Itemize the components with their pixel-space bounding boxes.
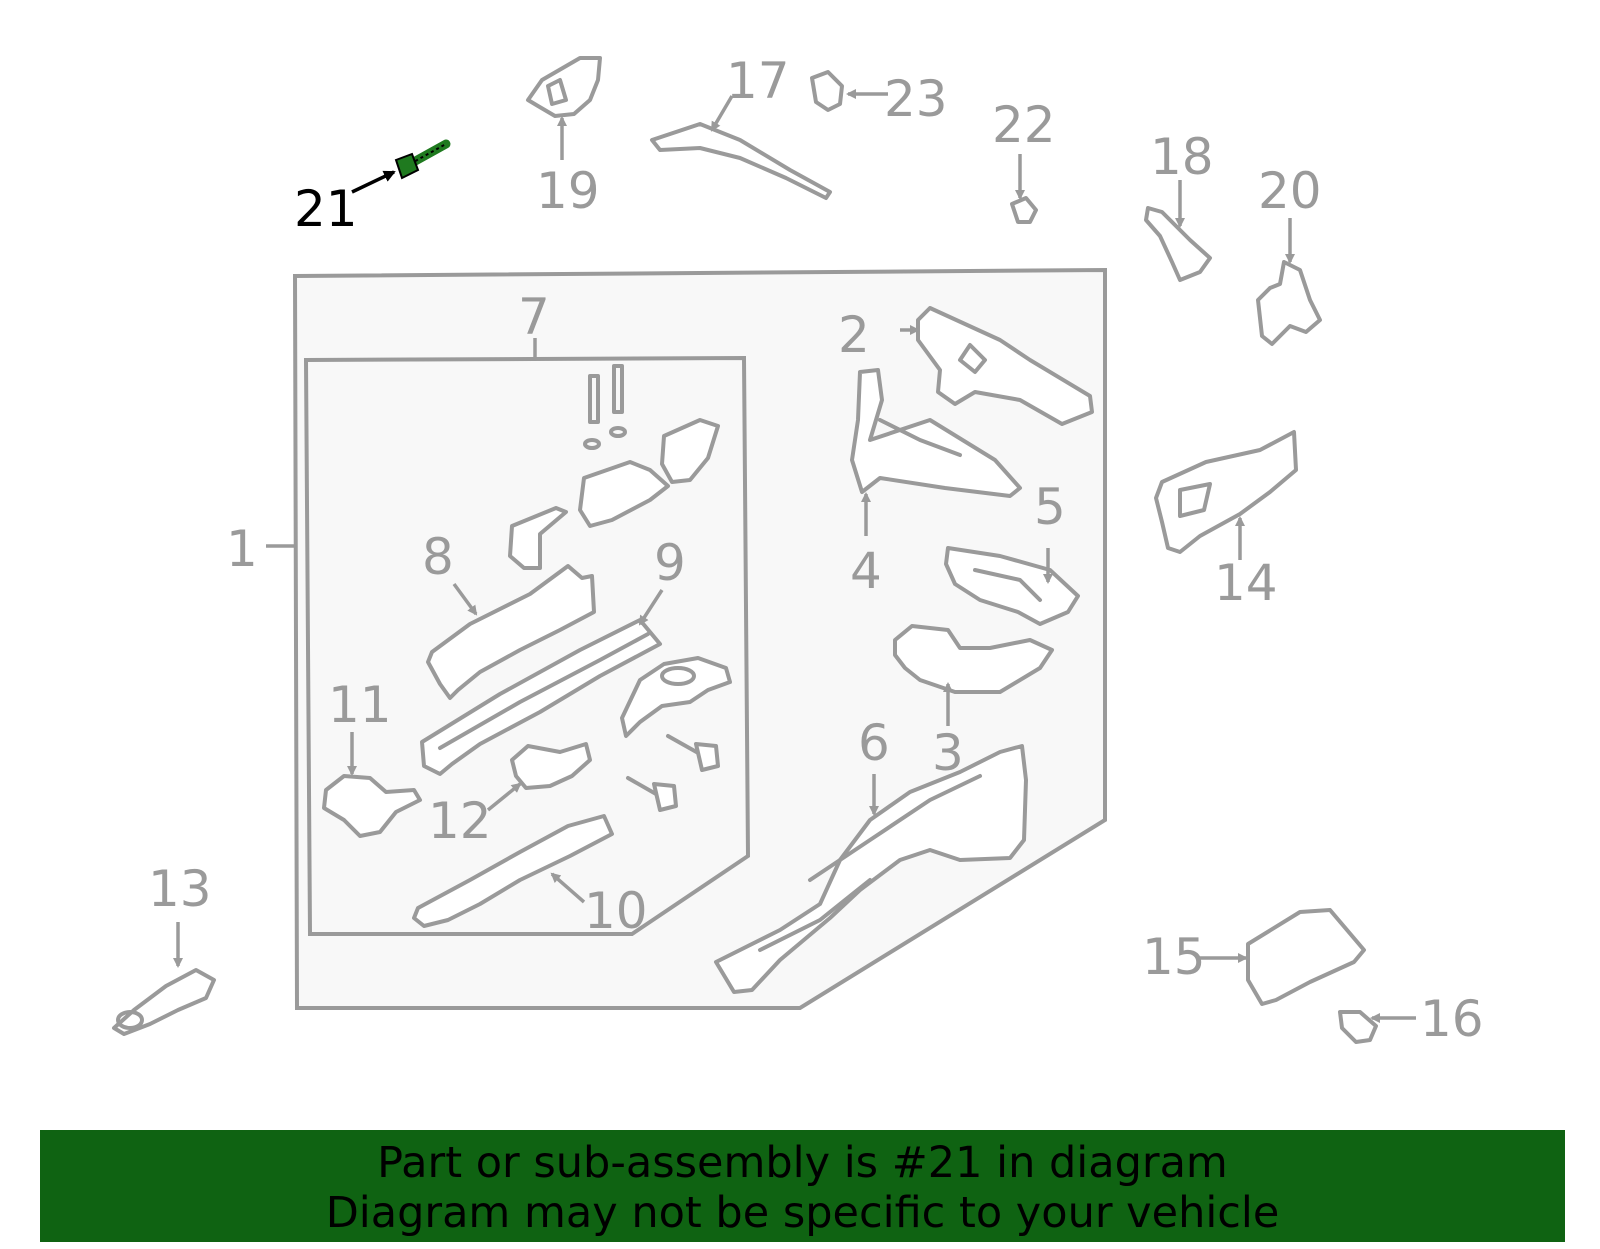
part-9-rocker[interactable]	[420, 589, 664, 776]
part-23-grommet[interactable]	[810, 70, 888, 112]
callout-9: 9	[654, 534, 686, 592]
callout-11: 11	[328, 676, 392, 734]
part-11-bracket[interactable]	[322, 732, 422, 838]
part-14-rail[interactable]	[1154, 430, 1298, 560]
part-info-banner: Part or sub-assembly is #21 in diagram D…	[40, 1130, 1565, 1242]
part-inner-bolts[interactable]	[626, 734, 720, 812]
callout-13: 13	[148, 860, 212, 918]
part-17-brace[interactable]	[650, 95, 832, 200]
part-7-upper-bracket-group[interactable]	[508, 364, 720, 570]
part-6-wheelhouse-rail[interactable]	[714, 744, 1028, 994]
callout-3: 3	[932, 724, 964, 782]
callout-18: 18	[1150, 128, 1214, 186]
part-4-bracket[interactable]	[850, 368, 1022, 536]
part-19-bracket[interactable]	[526, 56, 602, 160]
part-5-panel[interactable]	[944, 546, 1080, 626]
part-21-bolt[interactable]	[351, 139, 451, 194]
callout-22: 22	[992, 96, 1056, 154]
callout-2: 2	[838, 306, 870, 364]
callout-16: 16	[1420, 990, 1484, 1048]
part-20-bracket[interactable]	[1256, 218, 1322, 346]
callout-4: 4	[850, 542, 882, 600]
callout-labels: 1 2 3 4 5 6 7 8 9 10 11 12 13 14 15 16 1…	[148, 52, 1484, 1048]
callout-10: 10	[584, 882, 648, 940]
callout-12: 12	[428, 792, 492, 850]
banner-line-2: Diagram may not be specific to your vehi…	[325, 1188, 1280, 1238]
part-2-crossmember[interactable]	[900, 306, 1094, 426]
part-12-bracket[interactable]	[486, 742, 592, 812]
part-15-bracket[interactable]	[1198, 908, 1366, 1006]
part-13-tow-hook[interactable]	[112, 922, 216, 1036]
banner-line-1: Part or sub-assembly is #21 in diagram	[377, 1138, 1228, 1188]
callout-20: 20	[1258, 162, 1322, 220]
part-18-bracket[interactable]	[1144, 180, 1212, 282]
part-22-clip[interactable]	[1010, 154, 1038, 224]
part-10-rail[interactable]	[412, 814, 614, 928]
callout-21: 21	[294, 180, 358, 238]
callout-23: 23	[884, 70, 948, 128]
part-3-bracket[interactable]	[893, 624, 1054, 726]
part-spring-seat[interactable]	[620, 656, 732, 738]
callout-17: 17	[726, 52, 790, 110]
part-16-clip[interactable]	[1338, 1010, 1416, 1044]
part-8-sill-reinforcement[interactable]	[426, 564, 596, 700]
callout-19: 19	[536, 162, 600, 220]
callout-1: 1	[226, 520, 258, 578]
callout-7: 7	[518, 288, 550, 346]
callout-8: 8	[422, 528, 454, 586]
callout-14: 14	[1214, 554, 1278, 612]
callout-5: 5	[1034, 478, 1066, 536]
callout-15: 15	[1142, 928, 1206, 986]
callout-6: 6	[858, 714, 890, 772]
